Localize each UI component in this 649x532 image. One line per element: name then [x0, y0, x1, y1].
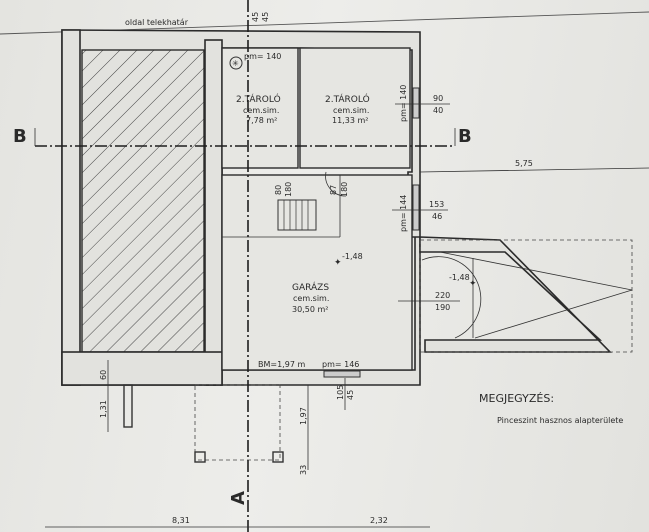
- vent-icon: [229, 56, 243, 70]
- inner-wall-left: [204, 39, 223, 386]
- top-dim-1: 45: [251, 12, 260, 22]
- pm146: pm= 146: [322, 360, 359, 369]
- hatched-area: [81, 49, 205, 353]
- win1-bottom: 40: [433, 106, 443, 115]
- terrace-outline: [194, 384, 281, 461]
- door2-b: 180: [340, 182, 349, 197]
- pm140-top: pm= 140: [244, 52, 281, 61]
- ramp-outline: [419, 239, 633, 353]
- window-3: [323, 370, 361, 378]
- vent-icon-glyph: ✳: [232, 59, 239, 68]
- ramp-slope-line: [439, 251, 633, 291]
- dim-33: 33: [299, 465, 308, 475]
- gate-swing-arc: [421, 256, 482, 339]
- note-title: MEGJEGYZÉS:: [479, 392, 554, 405]
- stair-treads: [283, 200, 309, 230]
- level-ramp-marker-2: ✦: [469, 279, 477, 289]
- stair: [277, 199, 317, 231]
- win3-bottom: 45: [346, 390, 355, 400]
- lower-space: [221, 174, 413, 371]
- level-ramp: -1,48: [449, 273, 470, 282]
- win2-bottom: 46: [432, 212, 442, 221]
- top-dim-2: 45: [261, 12, 270, 22]
- section-a: A: [228, 491, 249, 505]
- ramp: [419, 236, 612, 353]
- win2-top: 153: [429, 200, 444, 209]
- dim-60: 60: [99, 370, 108, 380]
- room-2-name: 2.TÁROLÓ: [325, 93, 370, 105]
- boundary-label: oldal telekhatár: [125, 18, 189, 27]
- gate-bottom: 190: [435, 303, 450, 312]
- door2-swing-arc: [325, 171, 347, 197]
- pillar: [194, 451, 206, 463]
- note-text: Pinceszint hasznos alapterülete: [497, 416, 623, 425]
- room-1-area: 7,78 m²: [246, 116, 277, 125]
- bm-label: BM=1,97 m: [258, 360, 305, 369]
- bottom-wall-left: [61, 351, 223, 386]
- window-1: [412, 87, 420, 119]
- storage-room-2: [299, 47, 411, 169]
- dim-575: 5,75: [515, 159, 533, 168]
- level-garage: -1,48: [342, 252, 363, 261]
- pm144: pm= 144: [399, 195, 408, 232]
- room-1-name: 2.TÁROLÓ: [236, 93, 281, 105]
- pillar: [123, 384, 133, 428]
- dim-831: 8,31: [172, 516, 190, 525]
- garage-area: 30,50 m²: [292, 305, 328, 314]
- level-ramp-marker: ✦: [334, 258, 342, 268]
- door1-a: 80: [274, 185, 283, 195]
- door1-b: 180: [284, 182, 293, 197]
- garage-name: GARÁZS: [292, 281, 329, 293]
- section-b-right: B: [458, 126, 472, 147]
- door2-a: 87: [329, 185, 338, 195]
- win3-top: 105: [336, 385, 345, 400]
- dim-197: 1,97: [299, 407, 308, 425]
- room-2-finish: cem.sim.: [333, 106, 369, 115]
- dim-232: 2,32: [370, 516, 388, 525]
- win1-top: 90: [433, 94, 443, 103]
- gate-top: 220: [435, 291, 450, 300]
- pillar: [272, 451, 284, 463]
- dim-line-575: [419, 167, 649, 173]
- room-2-area: 11,33 m²: [332, 116, 368, 125]
- dim-131: 1,31: [99, 400, 108, 418]
- window-2: [412, 184, 420, 231]
- pm140-right: pm= 140: [399, 85, 408, 122]
- section-b-left: B: [13, 126, 27, 147]
- garage-finish: cem.sim.: [293, 294, 329, 303]
- left-wall: [61, 29, 81, 386]
- ramp-slope-line: [474, 289, 633, 339]
- storage-room-1: [221, 47, 299, 169]
- room-1-finish: cem.sim.: [243, 106, 279, 115]
